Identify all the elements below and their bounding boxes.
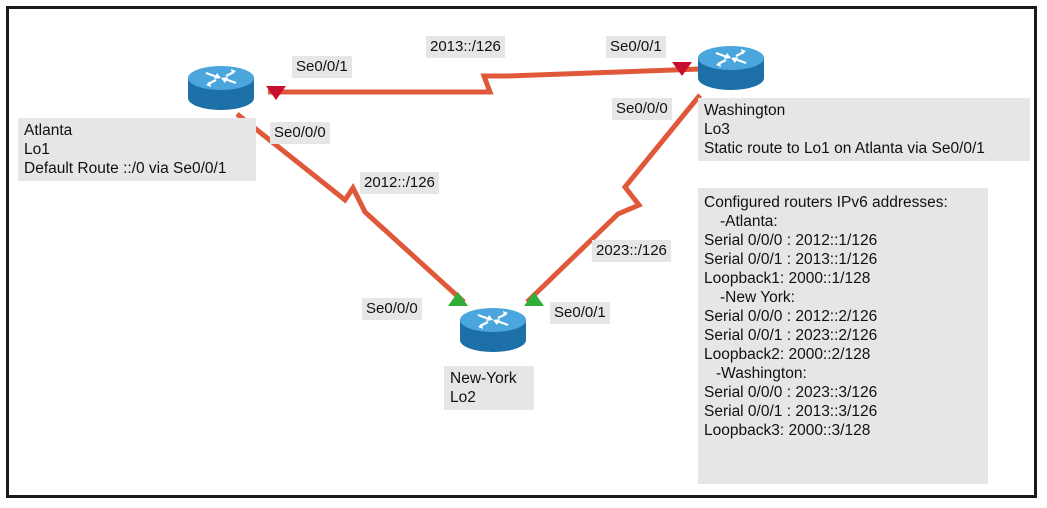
port-indicator-atlanta-se001 — [266, 86, 286, 100]
network-label-2023: 2023::/126 — [592, 240, 671, 262]
port-label-washington-se001: Se0/0/1 — [606, 36, 666, 58]
config-line: Serial 0/0/1 : 2013::3/126 — [704, 403, 878, 420]
link-washington-newyork — [525, 93, 702, 304]
ipv6-config-box: Configured routers IPv6 addresses: -Atla… — [698, 188, 988, 484]
port-label-atlanta-se000: Se0/0/0 — [270, 122, 330, 144]
config-line: Loopback2: 2000::2/128 — [704, 346, 871, 363]
config-header-newyork: -New York: — [720, 289, 795, 306]
link-atlanta-newyork — [235, 112, 466, 304]
port-label-newyork-se001: Se0/0/1 — [550, 302, 610, 324]
router-name-atlanta: Atlanta — [24, 122, 73, 139]
config-line: Serial 0/0/1 : 2013::1/126 — [704, 251, 878, 268]
port-indicator-washington-se001 — [672, 62, 692, 76]
router-name-washington: Washington — [704, 102, 786, 119]
newyork-info-box: New-York Lo2 — [444, 366, 534, 410]
atlanta-info-box: Atlanta Lo1 Default Route ::/0 via Se0/0… — [18, 118, 256, 181]
loopback-newyork: Lo2 — [450, 389, 476, 406]
config-line: Loopback1: 2000::1/128 — [704, 270, 871, 287]
config-title: Configured routers IPv6 addresses: — [704, 194, 948, 211]
route-atlanta: Default Route ::/0 via Se0/0/1 — [24, 160, 227, 177]
router-icon[interactable] — [696, 44, 766, 94]
config-header-atlanta: -Atlanta: — [720, 213, 778, 230]
router-icon[interactable] — [458, 306, 528, 356]
config-line: Serial 0/0/0 : 2023::3/126 — [704, 384, 878, 401]
loopback-atlanta: Lo1 — [24, 141, 50, 158]
network-label-2013: 2013::/126 — [426, 36, 505, 58]
port-indicator-newyork-se001 — [524, 292, 544, 306]
route-washington: Static route to Lo1 on Atlanta via Se0/0… — [704, 140, 985, 157]
config-line: Loopback3: 2000::3/128 — [704, 422, 871, 439]
config-line: Serial 0/0/1 : 2023::2/126 — [704, 327, 878, 344]
config-header-washington: -Washington: — [716, 365, 807, 382]
washington-info-box: Washington Lo3 Static route to Lo1 on At… — [698, 98, 1030, 161]
port-label-washington-se000: Se0/0/0 — [612, 98, 672, 120]
port-indicator-newyork-se000 — [448, 292, 468, 306]
config-line: Serial 0/0/0 : 2012::1/126 — [704, 232, 878, 249]
router-name-newyork: New-York — [450, 370, 517, 387]
router-icon[interactable] — [186, 64, 256, 114]
link-atlanta-washington — [268, 66, 701, 95]
port-label-atlanta-se001: Se0/0/1 — [292, 56, 352, 78]
config-line: Serial 0/0/0 : 2012::2/126 — [704, 308, 878, 325]
network-label-2012: 2012::/126 — [360, 172, 439, 194]
port-label-newyork-se000: Se0/0/0 — [362, 298, 422, 320]
loopback-washington: Lo3 — [704, 121, 730, 138]
